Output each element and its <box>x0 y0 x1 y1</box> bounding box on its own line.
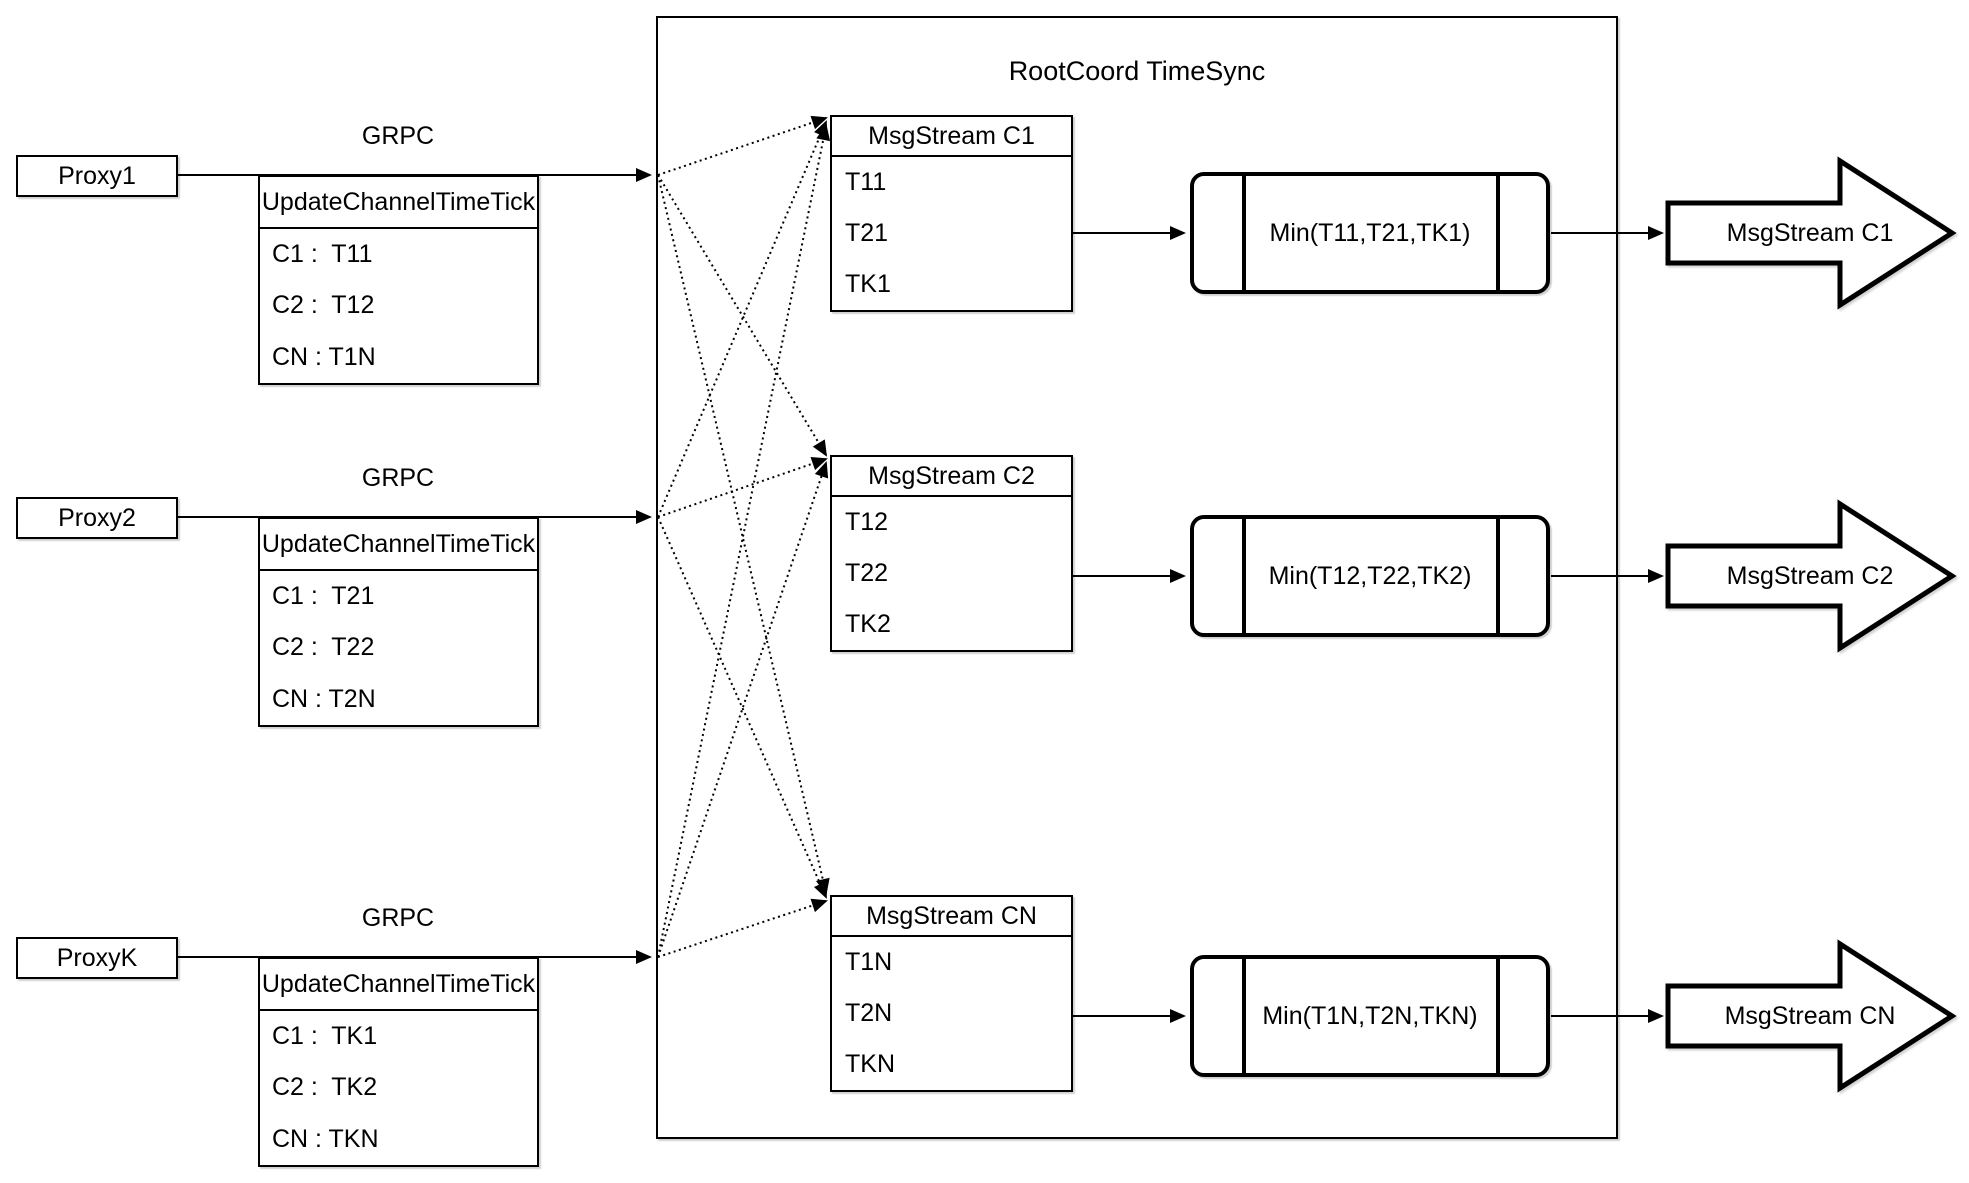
table-cell: TK2 <box>845 610 891 638</box>
divider <box>1496 959 1500 1073</box>
msgstream-c2-table: MsgStream C2 T12 T22 TK2 <box>830 455 1073 652</box>
table-cell: CN : T2N <box>272 684 376 713</box>
msgstream-c2-header: MsgStream C2 <box>832 457 1071 497</box>
divider <box>1496 519 1500 633</box>
divider <box>1242 519 1246 633</box>
output-arrow-label-1: MsgStream C1 <box>1726 219 1894 247</box>
divider <box>1496 176 1500 290</box>
table-cell: CN : T1N <box>272 342 376 371</box>
update-timetick-table-3: UpdateChannelTimeTick C1 : TK1 C2 : TK2 … <box>258 957 539 1167</box>
table-cell: TKN <box>845 1050 895 1078</box>
update-timetick-header-1: UpdateChannelTimeTick <box>260 177 537 229</box>
min-label-1: Min(T11,T21,TK1) <box>1269 218 1471 247</box>
divider <box>1242 959 1246 1073</box>
table-cell: T22 <box>845 559 889 587</box>
min-label-3: Min(T1N,T2N,TKN) <box>1262 1001 1478 1030</box>
table-cell: CN : TKN <box>272 1124 379 1153</box>
table-cell: C1 : TK1 <box>272 1022 378 1051</box>
table-cell: C1 : T21 <box>272 582 375 611</box>
proxyk-label: ProxyK <box>56 943 138 972</box>
rootcoord-title: RootCoord TimeSync <box>1008 56 1266 86</box>
table-cell: T21 <box>845 219 889 247</box>
output-arrow-label-3: MsgStream CN <box>1724 1002 1896 1030</box>
output-arrow-label-2: MsgStream C2 <box>1726 562 1894 590</box>
min-box-1: Min(T11,T21,TK1) <box>1190 172 1550 294</box>
table-cell: T2N <box>845 999 893 1027</box>
table-cell: C1 : T11 <box>272 240 373 269</box>
grpc-label-2: GRPC <box>361 464 435 492</box>
min-box-2: Min(T12,T22,TK2) <box>1190 515 1550 637</box>
min-label-2: Min(T12,T22,TK2) <box>1268 561 1472 590</box>
min-box-3: Min(T1N,T2N,TKN) <box>1190 955 1550 1077</box>
table-cell: T1N <box>845 948 893 976</box>
table-cell: C2 : TK2 <box>272 1073 378 1102</box>
update-timetick-header-3: UpdateChannelTimeTick <box>260 959 537 1011</box>
table-cell: TK1 <box>845 270 891 298</box>
msgstream-c1-table: MsgStream C1 T11 T21 TK1 <box>830 115 1073 312</box>
proxy2-label: Proxy2 <box>58 503 136 532</box>
proxy1-box: Proxy1 <box>16 155 178 197</box>
update-timetick-table-1: UpdateChannelTimeTick C1 : T11 C2 : T12 … <box>258 175 539 385</box>
msgstream-c1-header: MsgStream C1 <box>832 117 1071 157</box>
update-timetick-header-2: UpdateChannelTimeTick <box>260 519 537 571</box>
proxy1-label: Proxy1 <box>58 161 136 190</box>
update-timetick-table-2: UpdateChannelTimeTick C1 : T21 C2 : T22 … <box>258 517 539 727</box>
table-cell: C2 : T12 <box>272 291 375 320</box>
msgstream-cn-table: MsgStream CN T1N T2N TKN <box>830 895 1073 1092</box>
grpc-label-3: GRPC <box>361 904 435 932</box>
proxyk-box: ProxyK <box>16 937 178 979</box>
table-cell: C2 : T22 <box>272 633 375 662</box>
proxy2-box: Proxy2 <box>16 497 178 539</box>
grpc-label-1: GRPC <box>361 122 435 150</box>
divider <box>1242 176 1246 290</box>
table-cell: T11 <box>845 168 887 196</box>
msgstream-cn-header: MsgStream CN <box>832 897 1071 937</box>
table-cell: T12 <box>845 508 889 536</box>
